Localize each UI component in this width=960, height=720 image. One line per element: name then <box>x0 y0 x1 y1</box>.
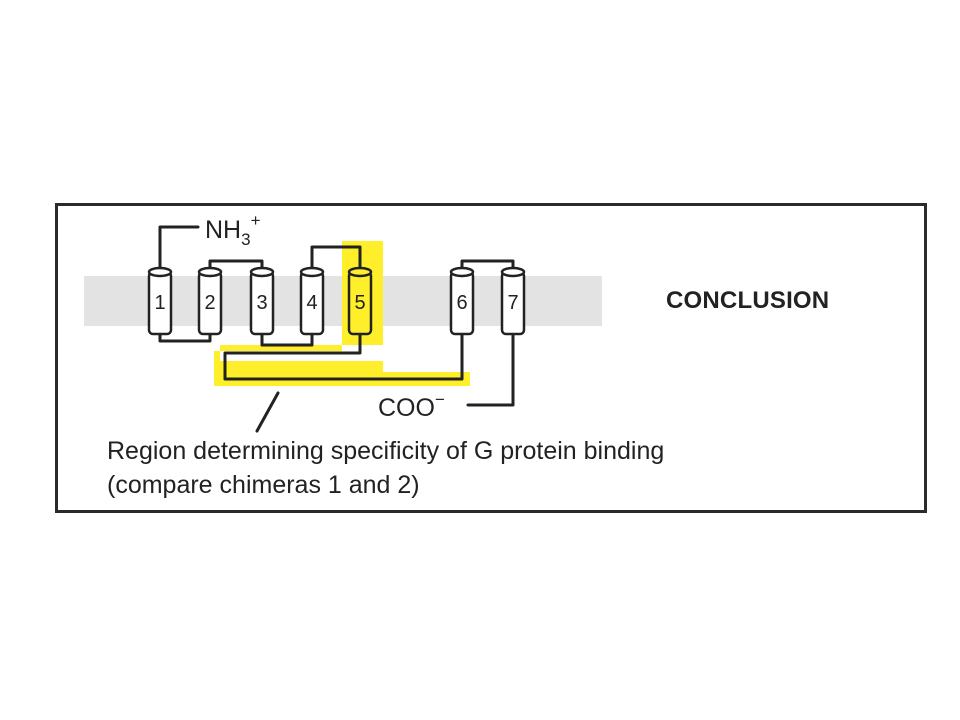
loop-3-4 <box>260 332 314 347</box>
coo-label: COO− <box>378 390 445 422</box>
helix-1: 1 <box>147 266 173 336</box>
helix-number: 7 <box>507 292 518 314</box>
n-terminus-line <box>158 225 200 270</box>
nh3-superscript: + <box>251 211 261 230</box>
helix-top <box>197 266 223 278</box>
loop-6-7 <box>460 259 515 270</box>
region-caption: Region determining specificity of G prot… <box>107 434 664 502</box>
backbone-lines <box>158 225 515 433</box>
helix-number: 4 <box>306 292 317 314</box>
helix-top <box>500 266 526 278</box>
helix-6: 6 <box>449 266 475 336</box>
loop-2-3 <box>208 259 264 270</box>
helix-2: 2 <box>197 266 223 336</box>
helix-top <box>347 266 373 278</box>
helix-number: 5 <box>354 292 365 314</box>
coo-superscript: − <box>435 390 445 409</box>
nh3-text: NH <box>205 216 241 244</box>
helix-top <box>449 266 475 278</box>
c-terminus-line <box>466 332 515 407</box>
specificity-region-highlight <box>214 241 470 386</box>
caption-line-2: (compare chimeras 1 and 2) <box>107 471 420 499</box>
helix-number: 2 <box>204 292 215 314</box>
helix-number: 3 <box>256 292 267 314</box>
loop-5-6 <box>223 332 464 381</box>
loop-1-2 <box>158 332 212 343</box>
helix-5: 5 <box>347 266 373 336</box>
coo-text: COO <box>378 394 435 422</box>
conclusion-heading: CONCLUSION <box>666 287 830 314</box>
caption-line-1: Region determining specificity of G prot… <box>107 437 665 465</box>
helix-4: 4 <box>299 266 325 336</box>
helix-number: 6 <box>456 292 467 314</box>
loop-4-5 <box>310 245 362 270</box>
nh3-subscript: 3 <box>241 230 250 249</box>
helix-7: 7 <box>500 266 526 336</box>
helix-number: 1 <box>154 292 165 314</box>
helix-3: 3 <box>249 266 275 336</box>
region-pointer-line <box>255 391 280 433</box>
figure-frame <box>55 203 927 513</box>
helix-top <box>147 266 173 278</box>
nh3-label: NH3+ <box>205 211 261 249</box>
helix-top <box>299 266 325 278</box>
helix-top <box>249 266 275 278</box>
